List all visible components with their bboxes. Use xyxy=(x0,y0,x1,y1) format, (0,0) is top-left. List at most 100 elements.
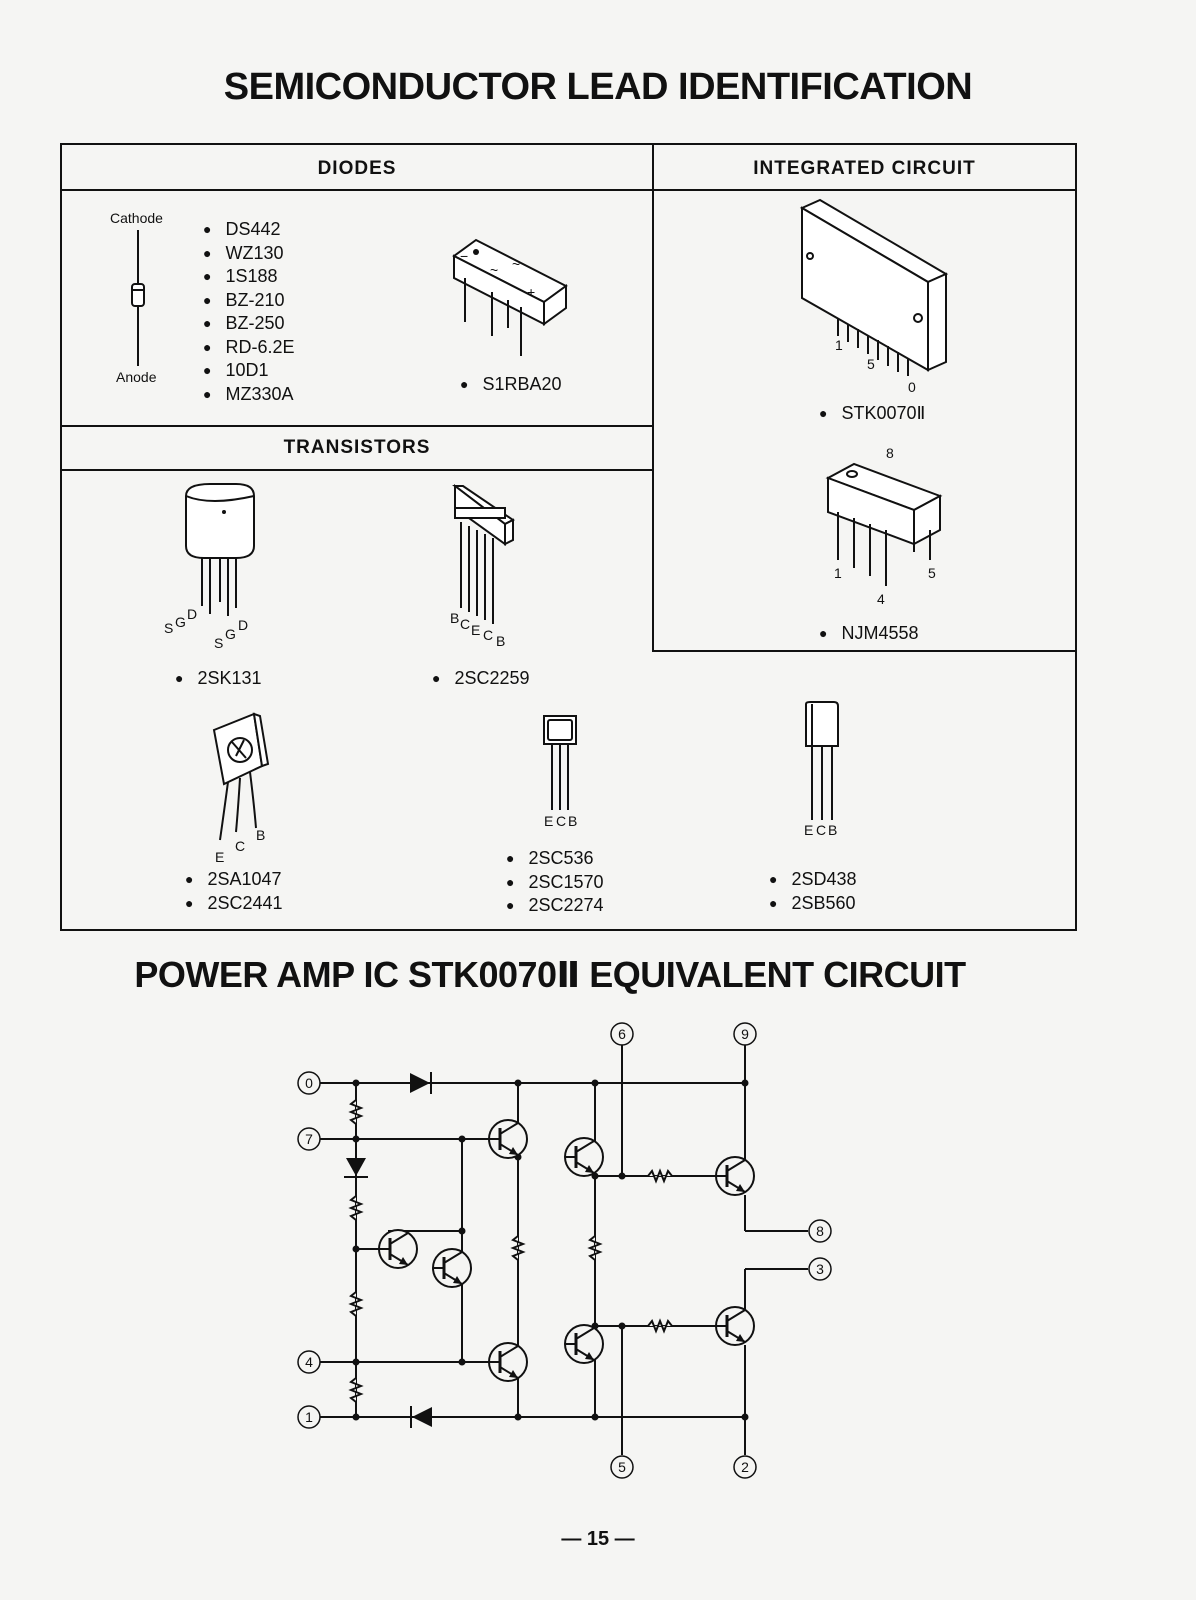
lead-label: C xyxy=(816,822,827,838)
stk-part: STK0070Ⅱ xyxy=(819,402,925,426)
page-title: SEMICONDUCTOR LEAD IDENTIFICATION xyxy=(223,66,973,108)
diode-icon xyxy=(344,1072,432,1428)
lead-label: G xyxy=(175,614,186,630)
list-item: BZ-250 xyxy=(203,312,295,336)
transistor-parts-2sc2259: 2SC2259 xyxy=(432,667,529,691)
npn-transistor-icon xyxy=(488,1119,528,1159)
njm-dip-package-icon xyxy=(825,462,943,586)
transistor-parts-2sd438: 2SD438 2SB560 xyxy=(769,868,857,916)
list-item: 2SA1047 xyxy=(185,868,283,892)
transistor-parts-2sa1047: 2SA1047 2SC2441 xyxy=(185,868,283,916)
diode-icon xyxy=(131,230,145,366)
terminal-label: 6 xyxy=(618,1026,626,1042)
circuit-terminal: 7 xyxy=(297,1127,321,1151)
lead-label: E xyxy=(215,849,225,865)
to92l-transistor-package-icon xyxy=(805,701,839,820)
list-item: S1RBA20 xyxy=(460,373,561,397)
npn-transistor-icon xyxy=(715,1156,755,1196)
lead-label: B xyxy=(828,822,838,838)
lead-label: B xyxy=(450,610,460,626)
list-item: 2SC2441 xyxy=(185,892,282,916)
list-item: 10D1 xyxy=(203,359,295,383)
transistors-header: TRANSISTORS xyxy=(283,437,431,458)
dual-transistor-package-icon xyxy=(452,483,515,624)
lead-identification-table xyxy=(60,143,1077,931)
njm-part: NJM4558 xyxy=(819,622,918,646)
bridge-rectifier-icon xyxy=(452,238,568,356)
resistor-icon xyxy=(348,1099,673,1403)
list-item: NJM4558 xyxy=(819,622,918,646)
header-rule xyxy=(61,189,1076,191)
circuit-terminal: 8 xyxy=(808,1219,832,1243)
npn-transistor-icon xyxy=(715,1306,755,1346)
to92-transistor-package-icon xyxy=(543,715,577,810)
circuit-terminal: 1 xyxy=(297,1405,321,1429)
list-item: 2SC2274 xyxy=(506,894,603,918)
list-item: BZ-210 xyxy=(203,289,295,313)
power-transistor-package-icon xyxy=(212,712,270,841)
list-item: 2SC2259 xyxy=(432,667,529,691)
terminal-label: 0 xyxy=(305,1075,313,1091)
stk-pin-label: 0 xyxy=(908,379,916,395)
lead-label: B xyxy=(568,813,578,829)
list-item: WZ130 xyxy=(203,242,295,266)
npn-transistor-icon xyxy=(432,1248,472,1288)
diodes-bottom-rule xyxy=(61,425,653,427)
circuit-terminal: 5 xyxy=(610,1455,634,1479)
list-item: MZ330A xyxy=(203,383,295,407)
lead-label: G xyxy=(225,626,236,642)
npn-transistor-icon xyxy=(488,1342,528,1382)
terminal-label: 1 xyxy=(305,1409,313,1425)
list-item: 2SC1570 xyxy=(506,871,603,895)
lead-label: S xyxy=(164,620,174,636)
circuit-terminal: 0 xyxy=(297,1071,321,1095)
circuit-terminal: 2 xyxy=(733,1455,757,1479)
ic-bottom-rule xyxy=(652,650,1076,652)
circuit-terminal: 3 xyxy=(808,1257,832,1281)
fet-package-icon xyxy=(185,483,255,616)
npn-transistor-icon xyxy=(564,1137,604,1177)
njm-pin-label: 8 xyxy=(886,445,894,461)
circuit-terminal: 9 xyxy=(733,1022,757,1046)
lead-label: D xyxy=(187,606,198,622)
lead-label: E xyxy=(471,622,481,638)
bridge-ac-symbol: ~ xyxy=(490,262,499,278)
njm-pin-label: 1 xyxy=(834,565,842,581)
column-divider xyxy=(652,144,654,652)
list-item: 2SD438 xyxy=(769,868,856,892)
lead-label: C xyxy=(235,838,246,854)
stk-pin-label: 1 xyxy=(835,337,843,353)
list-item: 2SB560 xyxy=(769,892,857,916)
transistor-parts-2sc536: 2SC536 2SC1570 2SC2274 xyxy=(506,847,604,918)
list-item: STK0070Ⅱ xyxy=(819,402,925,426)
njm-pin-label: 4 xyxy=(877,591,885,607)
terminal-label: 9 xyxy=(741,1026,749,1042)
list-item: 2SC536 xyxy=(506,847,604,871)
transistor-icon xyxy=(378,1119,755,1382)
lead-label: B xyxy=(496,633,506,649)
diodes-header: DIODES xyxy=(317,158,397,179)
diode-parts-list: DS442 WZ130 1S188 BZ-210 BZ-250 RD-6.2E … xyxy=(203,218,295,407)
circuit-terminal: 4 xyxy=(297,1350,321,1374)
stk-pin-label: 5 xyxy=(867,356,875,372)
list-item: RD-6.2E xyxy=(203,336,294,360)
lead-label: C xyxy=(483,627,494,643)
integrated-circuit-header: INTEGRATED CIRCUIT xyxy=(753,158,976,179)
bridge-plus-symbol: + xyxy=(527,284,536,300)
bridge-minus-symbol: − xyxy=(460,248,469,264)
terminal-label: 3 xyxy=(816,1261,824,1277)
list-item: DS442 xyxy=(203,218,295,242)
transistors-header-rule xyxy=(61,469,653,471)
terminal-label: 4 xyxy=(305,1354,313,1370)
page-number: — 15 — xyxy=(561,1528,635,1550)
bridge-part: S1RBA20 xyxy=(460,373,561,397)
cathode-label: Cathode xyxy=(110,210,163,226)
njm-pin-label: 5 xyxy=(928,565,936,581)
stk-ic-package-icon xyxy=(799,198,949,376)
circuit-title: POWER AMP IC STK0070Ⅱ EQUIVALENT CIRCUIT xyxy=(134,954,966,995)
lead-label: C xyxy=(556,813,567,829)
lead-label: D xyxy=(238,617,249,633)
list-item: 2SK131 xyxy=(175,667,261,691)
circuit-terminal: 6 xyxy=(610,1022,634,1046)
